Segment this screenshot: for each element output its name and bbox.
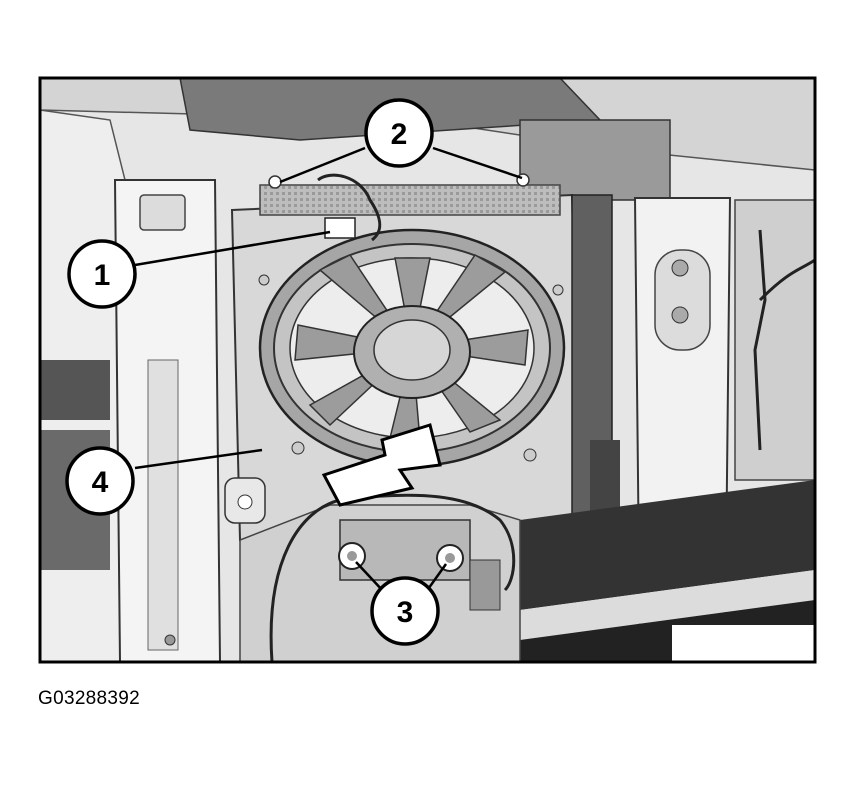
speaker-connector [324,217,356,239]
callout-1-label: 1 [94,259,111,292]
right-pillar-bolt-bottom [671,306,689,324]
leader-3-left [355,561,385,593]
lower-connector [469,559,501,611]
plate-top-grille [259,184,561,216]
callout-3-label: 3 [397,596,414,629]
speaker-screw-lower-right [523,448,537,462]
lower-right-notch [672,625,815,662]
screw-top-left [268,175,282,189]
illustration-frame [38,76,817,664]
right-pillar-bolt-top [671,259,689,277]
callout-4-label: 4 [92,466,109,499]
illustration-area [40,78,815,662]
callout-2-label: 2 [391,118,408,151]
upper-bracket [519,119,671,201]
callout-2: 2 [364,98,434,168]
pillar-hole [164,634,176,646]
right-harness-area [734,199,815,481]
lower-wire [269,493,516,662]
lower-trim-band [520,480,815,610]
left-dark-cavity [40,360,110,420]
right-pillar-slot [654,249,711,351]
leader-1 [134,230,331,267]
pillar-rib [147,359,179,651]
speaker-screw-upper-left [258,274,270,286]
leader-2-right [432,146,523,180]
leader-4 [134,448,263,470]
right-harness-wire [753,229,767,451]
figure-caption: G03288392 [38,688,141,709]
lower-left-clip-hole [237,494,253,510]
lower-screw-left-head [347,551,357,561]
leader-lines [134,146,523,593]
callout-3: 3 [370,576,440,646]
right-harness-branch [758,258,815,302]
pillar-tab [139,194,186,231]
speaker-dust-cap [373,319,451,381]
lower-trim-highlight [520,570,815,640]
callout-1: 1 [67,239,137,309]
speaker-wire [317,173,382,242]
callout-4: 4 [65,446,135,516]
removal-direction-arrow [321,423,442,507]
leader-2-left [279,146,366,184]
speaker-screw-lower-left [291,441,305,455]
lower-screw-right-head [445,553,455,563]
speaker-screw-upper-right [552,284,564,296]
